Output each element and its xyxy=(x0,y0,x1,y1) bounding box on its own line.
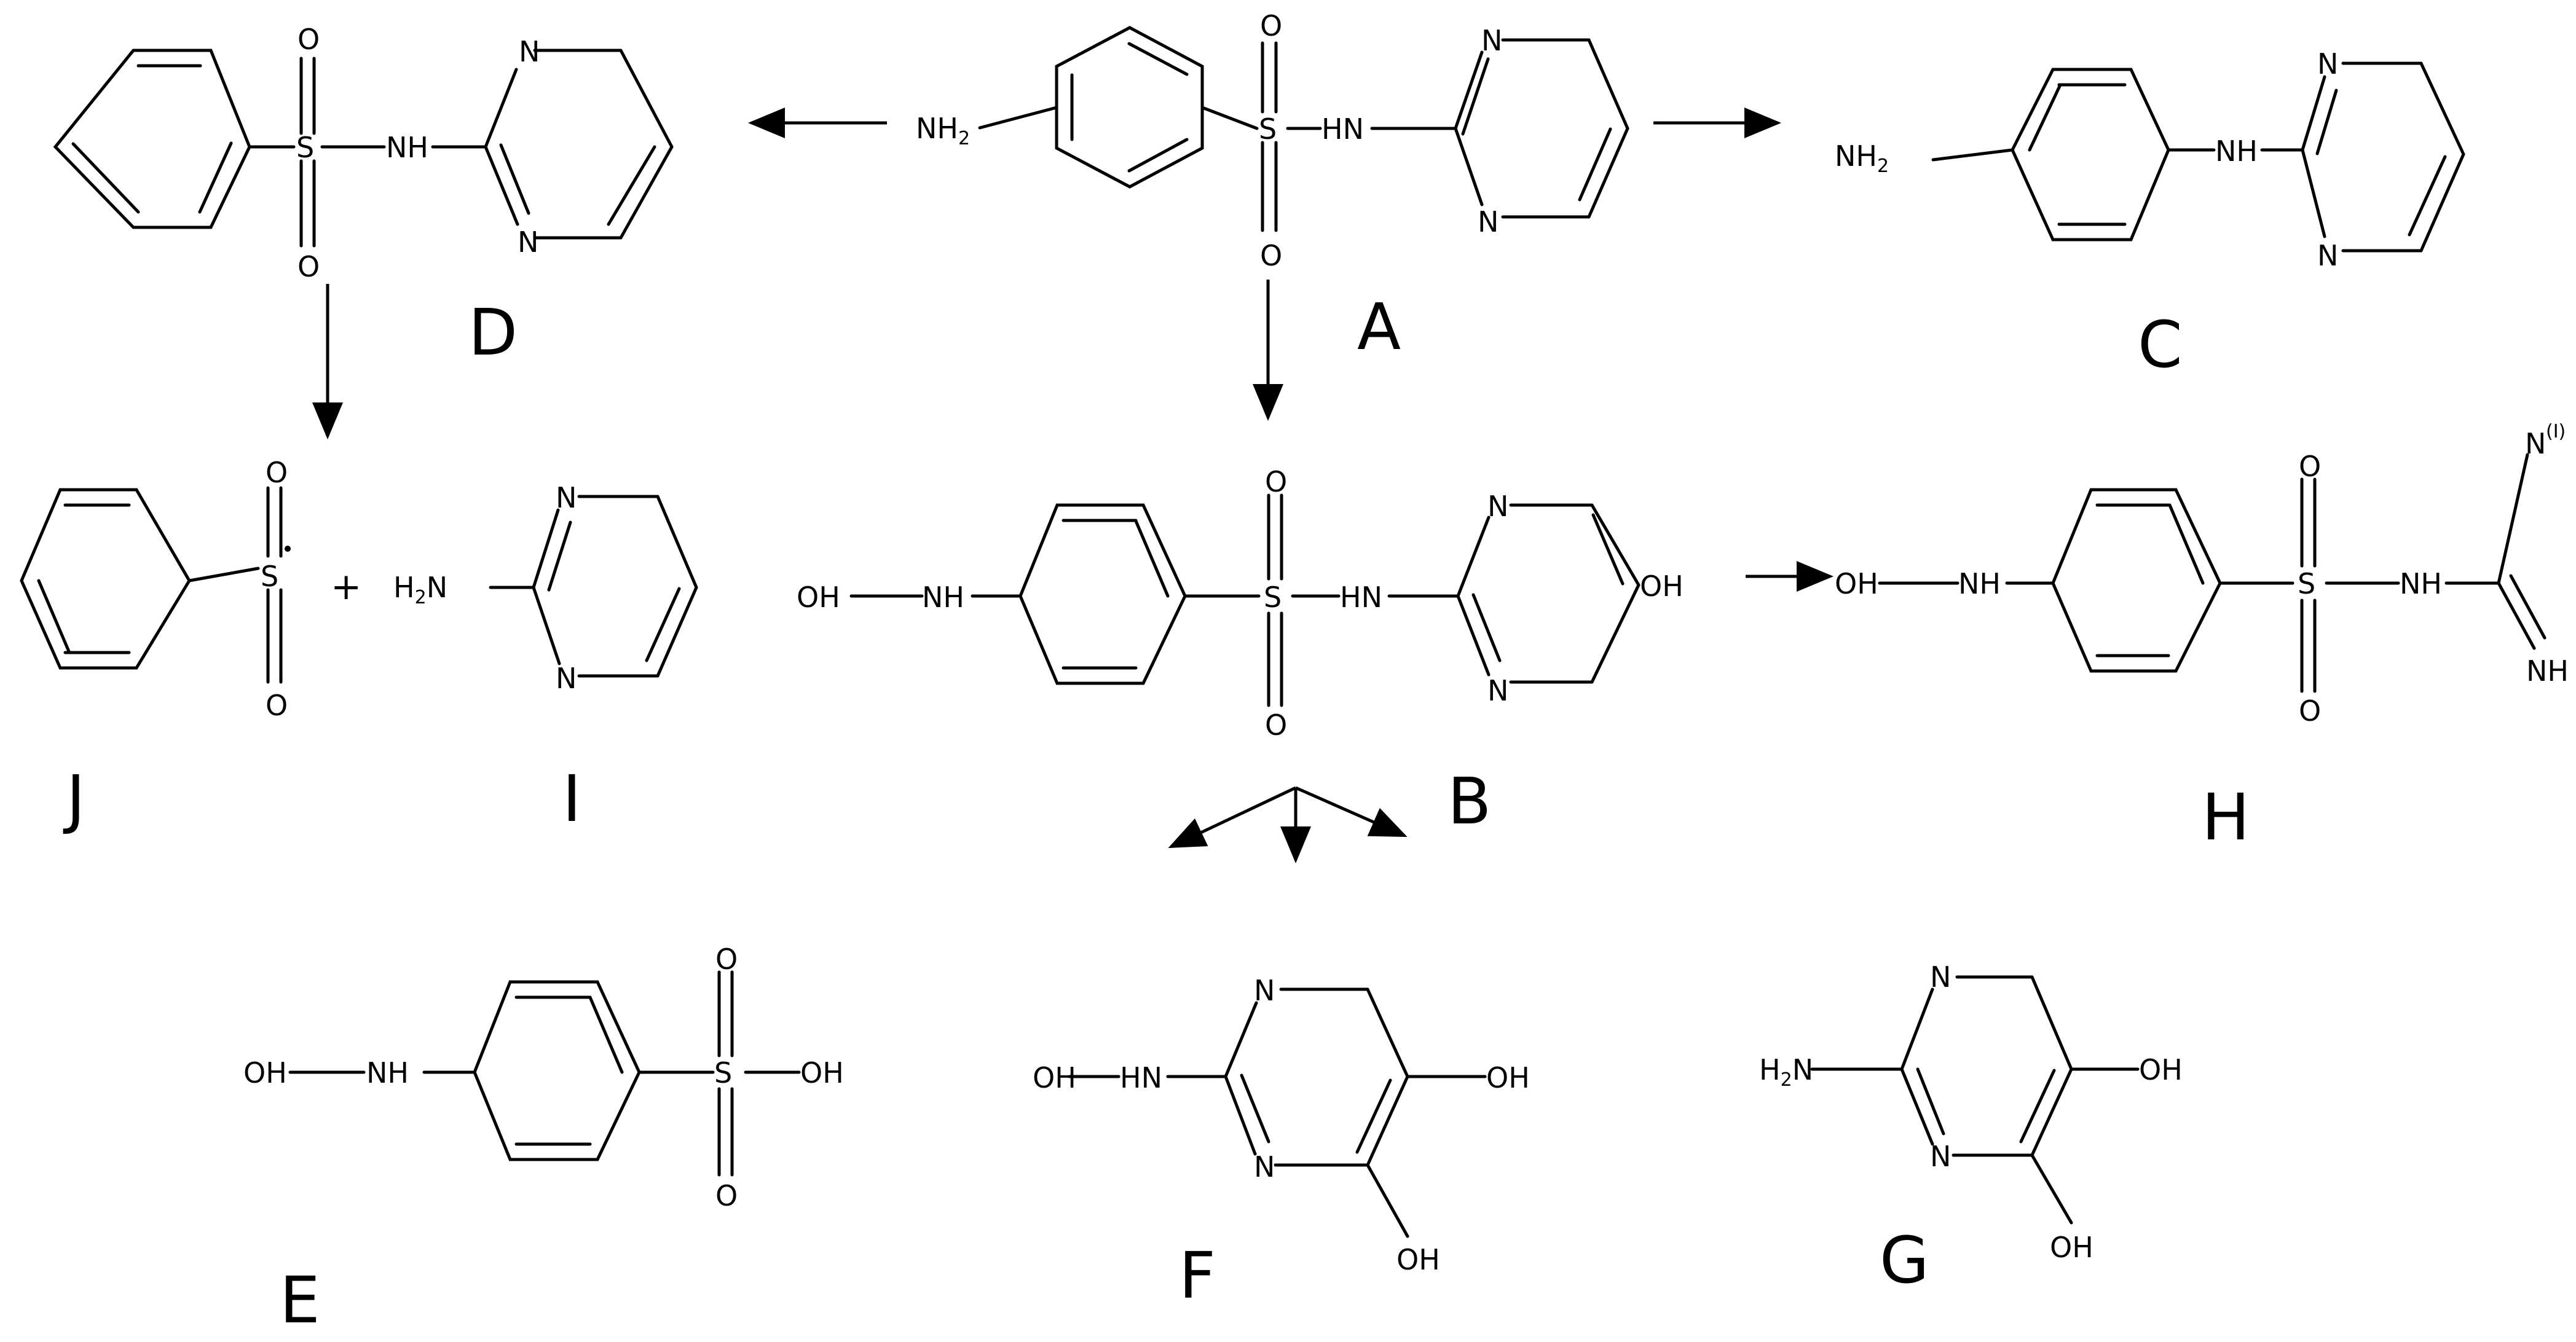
label-f: F xyxy=(1179,1238,1216,1313)
label-b: B xyxy=(1448,764,1491,839)
b-n-top: N xyxy=(1487,490,1508,523)
reaction-arrows xyxy=(312,108,1834,863)
label-c: C xyxy=(2138,307,2183,382)
label-e: E xyxy=(280,1263,320,1338)
f-ho: OH xyxy=(1033,1061,1076,1094)
label-d: D xyxy=(468,295,518,370)
h-o-top: O xyxy=(2299,450,2321,483)
compound-i: H2N N N I xyxy=(393,481,698,836)
d-n-top: N xyxy=(519,35,540,68)
f-oh-bottom: OH xyxy=(1396,1243,1440,1276)
a-o-top: O xyxy=(1260,9,1282,42)
h-n-radical: N xyxy=(2525,427,2546,460)
label-a: A xyxy=(1357,289,1401,364)
label-g: G xyxy=(1880,1223,1929,1298)
c-nh: NH xyxy=(2215,135,2258,168)
d-s: S xyxy=(296,131,314,164)
compound-c: NH2 NH N N C xyxy=(1835,47,2465,382)
e-oh-right: OH xyxy=(800,1056,844,1089)
h-oh: OH xyxy=(1835,567,1878,600)
compound-b: OH NH O S O HN N N OH B xyxy=(797,465,1684,839)
g-oh-bottom: OH xyxy=(2050,1231,2093,1264)
arrow-b-to-e xyxy=(1168,786,1297,849)
b-hn: HN xyxy=(1340,581,1382,614)
a-o-bottom: O xyxy=(1260,239,1282,272)
j-radical-dot xyxy=(285,546,291,552)
e-oh-left: OH xyxy=(243,1056,287,1089)
a-nh2: NH2 xyxy=(916,112,970,149)
g-n-bottom: N xyxy=(1930,1140,1951,1173)
b-oh-left: OH xyxy=(797,581,840,614)
b-o-bottom: O xyxy=(1265,708,1287,742)
f-oh-right: OH xyxy=(1486,1061,1530,1094)
f-n-top: N xyxy=(1254,974,1275,1007)
j-o-bottom: O xyxy=(266,689,288,722)
e-nh: NH xyxy=(366,1056,409,1089)
j-o-top: O xyxy=(266,456,288,489)
compound-f: OH HN N N OH OH F xyxy=(1033,974,1530,1313)
h-radical-mark: (I) xyxy=(2546,421,2566,442)
i-h2n: H2N xyxy=(393,571,447,608)
label-j: J xyxy=(63,761,85,836)
a-s: S xyxy=(1259,112,1277,146)
e-o-top: O xyxy=(715,943,738,976)
a-n-bottom: N xyxy=(1478,205,1499,238)
g-oh-right: OH xyxy=(2139,1053,2183,1086)
label-i: I xyxy=(562,761,581,836)
b-nh: NH xyxy=(922,581,964,614)
g-h2n: H2N xyxy=(1759,1053,1813,1091)
d-o-bottom: O xyxy=(297,250,320,283)
h-nh-right: NH xyxy=(2400,567,2442,600)
compound-g: H2N N N OH OH G xyxy=(1759,960,2183,1298)
h-o-bottom: O xyxy=(2299,694,2321,728)
compound-a: NH2 O S O HN N N A xyxy=(916,9,1629,364)
f-hn: HN xyxy=(1120,1061,1162,1094)
e-s: S xyxy=(714,1056,732,1089)
b-n-bottom: N xyxy=(1487,674,1508,707)
arrow-b-to-g xyxy=(1294,786,1408,838)
plus-sign: + xyxy=(331,565,361,608)
j-s: S xyxy=(261,560,278,593)
a-n-top: N xyxy=(1481,24,1502,57)
d-nh: NH xyxy=(386,131,428,164)
h-nh-imine: NH xyxy=(2526,654,2569,688)
c-n-bottom: N xyxy=(2317,239,2338,272)
c-n-top: N xyxy=(2317,47,2338,80)
i-n-top: N xyxy=(556,481,577,514)
h-s: S xyxy=(2298,567,2315,600)
compound-e: OH NH O S O OH E xyxy=(243,943,844,1338)
i-n-bottom: N xyxy=(556,662,577,695)
compound-d: O S O NH N N D xyxy=(53,23,674,370)
b-o-top: O xyxy=(1265,465,1287,498)
b-oh-right: OH xyxy=(1640,570,1684,603)
e-o-bottom: O xyxy=(715,1179,738,1212)
compound-j: O S O J xyxy=(20,456,291,836)
d-n-bottom: N xyxy=(518,226,538,259)
h-nh-left: NH xyxy=(1958,567,2001,600)
label-h: H xyxy=(2202,780,2250,855)
g-n-top: N xyxy=(1930,960,1951,994)
compound-h: OH NH O S O NH N (I) NH H xyxy=(1835,421,2569,855)
b-s: S xyxy=(1264,581,1282,614)
c-nh2: NH2 xyxy=(1835,139,1889,177)
d-o-top: O xyxy=(297,23,320,56)
a-hn: HN xyxy=(1321,112,1364,146)
f-n-bottom: N xyxy=(1254,1150,1275,1183)
